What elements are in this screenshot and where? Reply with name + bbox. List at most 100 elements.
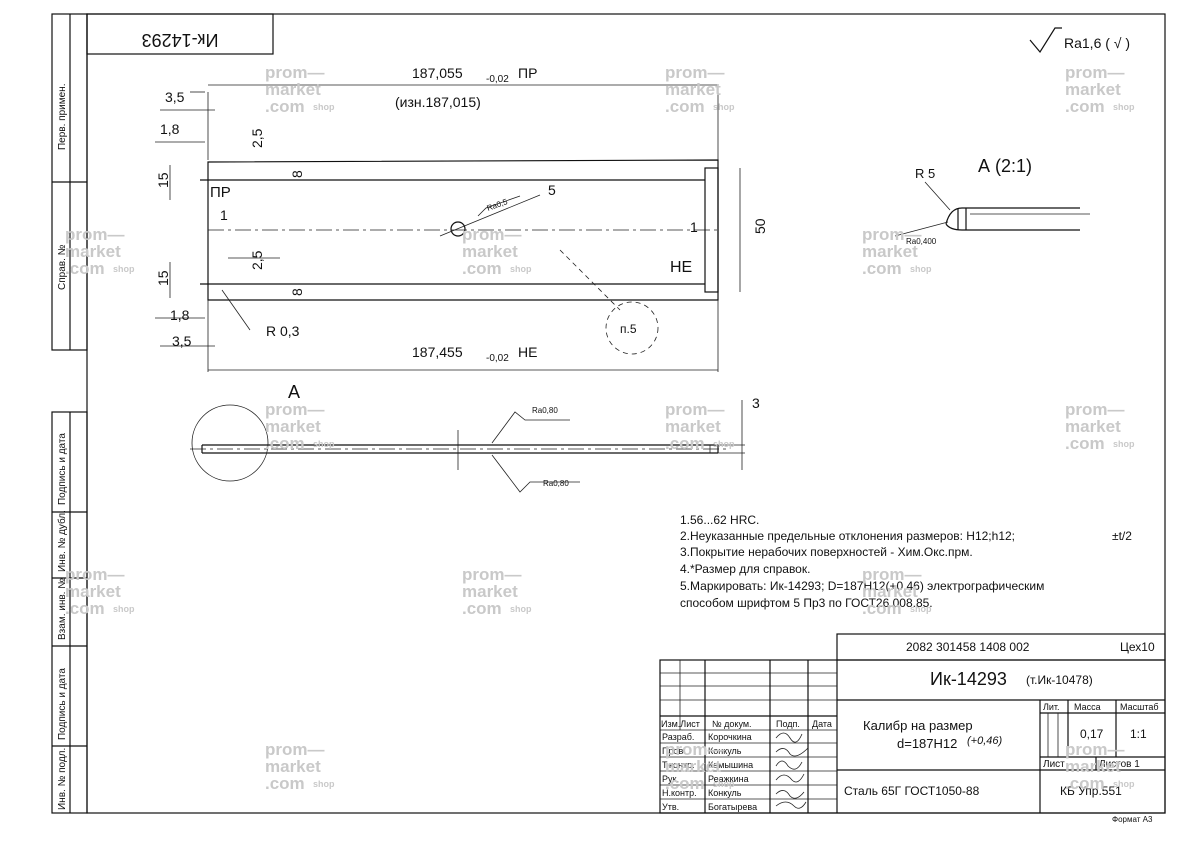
svg-text:market: market xyxy=(462,242,518,261)
dim-pr-label: ПР xyxy=(518,65,537,81)
dim-ne-tol: -0,02 xyxy=(486,353,509,364)
doc-id-text: Ик-14293 xyxy=(142,30,219,50)
svg-text:prom—: prom— xyxy=(65,225,125,244)
watermark-5: prom— market .com shop xyxy=(462,225,532,278)
dim-50: 50 xyxy=(752,218,768,234)
note-5: 5.Маркировать: Ик-14293; D=187H12(+0,46)… xyxy=(680,579,1044,593)
tb-role-0: Разраб. xyxy=(662,732,694,742)
note-3: 3.Покрытие нерабочих поверхностей - Хим.… xyxy=(680,545,973,559)
note-2: 2.Неуказанные предельные отклонения разм… xyxy=(680,529,1015,543)
watermark-10: prom— market .com shop xyxy=(65,565,135,618)
watermark-2: prom— market .com shop xyxy=(665,63,735,116)
watermark-15: prom— market .com shop xyxy=(1065,740,1135,793)
tb-role-3: Рук. xyxy=(662,774,679,784)
svg-text:.com: .com xyxy=(1065,434,1105,453)
svg-text:market: market xyxy=(1065,757,1121,776)
tb-role-4: Н.контр. xyxy=(662,788,697,798)
watermark-8: prom— market .com shop xyxy=(665,400,735,453)
tb-scale-head: Масштаб xyxy=(1120,702,1159,712)
side-label-podp1: Подпись и дата xyxy=(57,433,68,505)
watermark-11: prom— market .com shop xyxy=(462,565,532,618)
note-1: 1.56...62 HRC. xyxy=(680,513,759,527)
side-label-podp2: Подпись и дата xyxy=(57,668,68,740)
watermark-13: prom— market .com shop xyxy=(265,740,335,793)
tb-material: Сталь 65Г ГОСТ1050-88 xyxy=(844,784,980,798)
watermark-7: prom— market .com shop xyxy=(265,400,335,453)
svg-text:shop: shop xyxy=(113,604,135,614)
dim-15-bot: 15 xyxy=(155,270,171,286)
tb-name-2-person: Камышина xyxy=(708,760,753,770)
tb-format: Формат А3 xyxy=(1112,815,1153,824)
svg-text:.com: .com xyxy=(1065,97,1105,116)
svg-text:prom—: prom— xyxy=(1065,740,1125,759)
svg-text:market: market xyxy=(265,757,321,776)
watermark-4: prom— market .com shop xyxy=(65,225,135,278)
dim-1-right: 1 xyxy=(690,219,698,235)
svg-text:shop: shop xyxy=(910,264,932,274)
dim-25-top: 2,5 xyxy=(249,128,265,148)
svg-text:.com: .com xyxy=(862,259,902,278)
tb-head-doc: № докум. xyxy=(712,719,752,729)
svg-text:prom—: prom— xyxy=(462,225,522,244)
svg-text:prom—: prom— xyxy=(862,225,922,244)
detail-title: А (2:1) xyxy=(978,156,1032,176)
side-strip: Перв. примен. Справ. № Подпись и дата Ин… xyxy=(51,13,88,814)
tb-mass: 0,17 xyxy=(1080,727,1104,741)
svg-text:prom—: prom— xyxy=(265,740,325,759)
svg-text:market: market xyxy=(1065,417,1121,436)
dim-r03: R 0,3 xyxy=(266,323,300,339)
roughness-general: Ra1,6 ( √ ) xyxy=(1029,27,1130,54)
note-2-tail: ±t/2 xyxy=(1112,529,1132,543)
title-block: 2082 301458 1408 002 Цех10 Ик-14293 (т.И… xyxy=(659,633,1166,824)
svg-text:market: market xyxy=(65,242,121,261)
tb-head-izm: Изм.Лист xyxy=(661,719,700,729)
dim-ne-length: 187,455 xyxy=(412,344,463,360)
view-a-label: А xyxy=(288,382,300,402)
dim-35-bot: 3,5 xyxy=(172,333,192,349)
tb-role-5: Утв. xyxy=(662,802,679,812)
svg-text:market: market xyxy=(462,582,518,601)
watermark-12: prom— market .com shop xyxy=(862,565,932,618)
svg-text:prom—: prom— xyxy=(265,400,325,419)
tb-designation-sub: (т.Ик-10478) xyxy=(1026,673,1093,687)
svg-text:shop: shop xyxy=(713,439,735,449)
tb-mass-head: Масса xyxy=(1074,702,1101,712)
dim-pr-tol: -0,02 xyxy=(486,74,509,85)
svg-text:market: market xyxy=(265,80,321,99)
tb-designation: Ик-14293 xyxy=(930,669,1007,689)
svg-text:.com: .com xyxy=(462,599,502,618)
tb-head-date: Дата xyxy=(812,719,832,729)
svg-text:.com: .com xyxy=(65,599,105,618)
ref-5: 5 xyxy=(548,182,556,198)
svg-text:.com: .com xyxy=(265,97,305,116)
tb-name-3-person: Реажкина xyxy=(708,774,749,784)
tb-name-0: Корочкина xyxy=(708,732,752,742)
roughness-general-text: Ra1,6 ( √ ) xyxy=(1064,35,1130,51)
technical-notes: 1.56...62 HRC. 2.Неуказанные предельные … xyxy=(680,513,1132,610)
tb-sheets: Листов 1 xyxy=(1099,759,1140,770)
dim-8-top: 8 xyxy=(289,170,305,178)
svg-text:market: market xyxy=(265,417,321,436)
svg-text:.com: .com xyxy=(462,259,502,278)
svg-text:prom—: prom— xyxy=(265,63,325,82)
svg-text:shop: shop xyxy=(1113,439,1135,449)
svg-text:shop: shop xyxy=(313,439,335,449)
tb-name-tol: (+0,46) xyxy=(967,735,1002,747)
side-label-vzam: Взам. инв. № xyxy=(57,578,68,640)
svg-text:prom—: prom— xyxy=(665,63,725,82)
dim-18-top: 1,8 xyxy=(160,121,180,137)
tb-head-podp: Подп. xyxy=(776,719,800,729)
side-label-dubl: Инв. № дубл. xyxy=(56,510,68,572)
svg-text:market: market xyxy=(665,417,721,436)
signatures xyxy=(775,732,809,809)
svg-text:.com: .com xyxy=(265,774,305,793)
dim-18-bot: 1,8 xyxy=(170,307,190,323)
svg-text:.com: .com xyxy=(665,434,705,453)
svg-text:prom—: prom— xyxy=(462,565,522,584)
tb-lit-head: Лит. xyxy=(1043,702,1060,712)
dim-15-top: 15 xyxy=(155,172,171,188)
svg-text:shop: shop xyxy=(113,264,135,274)
svg-text:shop: shop xyxy=(510,604,532,614)
detail-a: А (2:1) R 5 Ra0,400 xyxy=(894,156,1090,246)
